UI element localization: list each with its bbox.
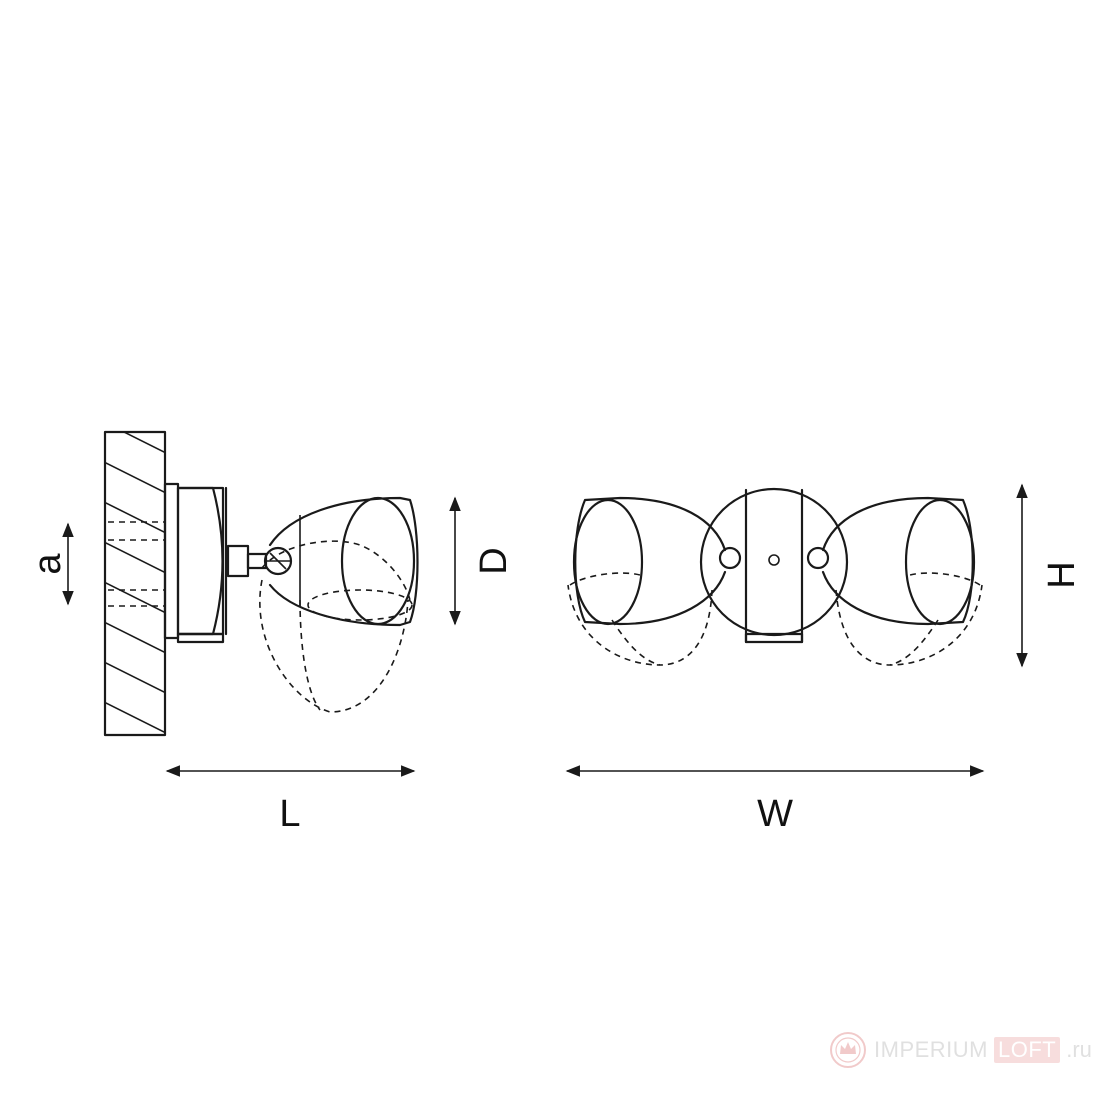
dimension-label-d: D — [473, 547, 515, 574]
shade-left-solid — [572, 496, 727, 626]
swivel-joint — [226, 544, 293, 578]
mounting-base — [163, 482, 228, 644]
hatch-line — [105, 541, 165, 574]
crown-seal-icon — [830, 1032, 866, 1068]
dimension-label-l: L — [279, 793, 300, 835]
hatch-line — [105, 461, 165, 494]
dimension-h: H — [1016, 483, 1083, 668]
shade-right-solid — [821, 496, 976, 626]
side-view: a D L — [27, 380, 515, 835]
wall-hatching — [100, 380, 170, 775]
watermark-brand: IMPERIUM — [874, 1037, 988, 1062]
shade-side-solid — [268, 496, 419, 627]
shade-side-dashed — [259, 540, 413, 713]
shade-left-dashed — [567, 572, 713, 666]
hatch-line — [105, 501, 165, 534]
dimension-d: D — [449, 496, 515, 626]
hatch-line — [100, 740, 170, 775]
dimension-w: W — [565, 765, 985, 835]
dimension-label-h: H — [1041, 561, 1083, 588]
hatch-line — [105, 661, 165, 694]
watermark-loft: LOFT — [994, 1037, 1061, 1063]
shade-right-dashed — [835, 572, 983, 666]
front-view: H W — [565, 483, 1083, 835]
hatch-line — [105, 581, 165, 614]
hatch-line — [100, 380, 170, 415]
central-base — [699, 487, 849, 644]
watermark-tld: .ru — [1066, 1037, 1092, 1062]
dimension-l: L — [165, 765, 416, 835]
hatch-line — [105, 701, 165, 734]
hatch-line — [122, 432, 165, 454]
dimension-label-a: a — [27, 553, 69, 575]
hatch-line — [105, 621, 165, 654]
wall-section — [100, 380, 170, 775]
dimension-label-w: W — [757, 793, 793, 835]
dimension-a: a — [27, 522, 74, 606]
